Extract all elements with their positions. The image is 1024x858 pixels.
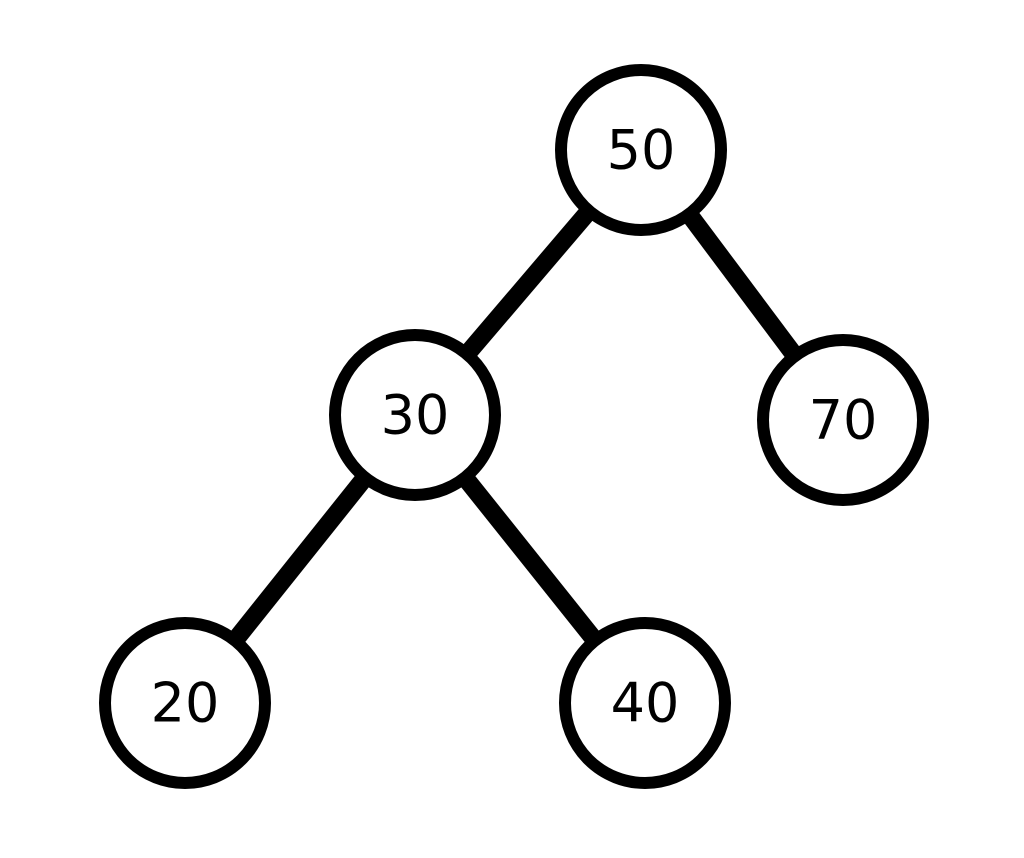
tree-node-circle — [555, 64, 727, 236]
tree-node-label: 50 — [607, 119, 676, 182]
tree-node-label: 20 — [151, 672, 220, 735]
tree-node-circle — [329, 329, 501, 501]
tree-node-50: 50 — [555, 64, 727, 236]
tree-node-30: 30 — [329, 329, 501, 501]
tree-node-circle — [559, 617, 731, 789]
tree-node-20: 20 — [99, 617, 271, 789]
tree-node-label: 40 — [611, 672, 680, 735]
tree-node-label: 70 — [809, 389, 878, 452]
tree-node-70: 70 — [757, 334, 929, 506]
tree-node-circle — [99, 617, 271, 789]
tree-node-label: 30 — [381, 384, 450, 447]
tree-node-40: 40 — [559, 617, 731, 789]
tree-nodes: 50 30 70 20 40 — [99, 64, 929, 789]
tree-edges — [177, 144, 851, 709]
tree-node-circle — [757, 334, 929, 506]
